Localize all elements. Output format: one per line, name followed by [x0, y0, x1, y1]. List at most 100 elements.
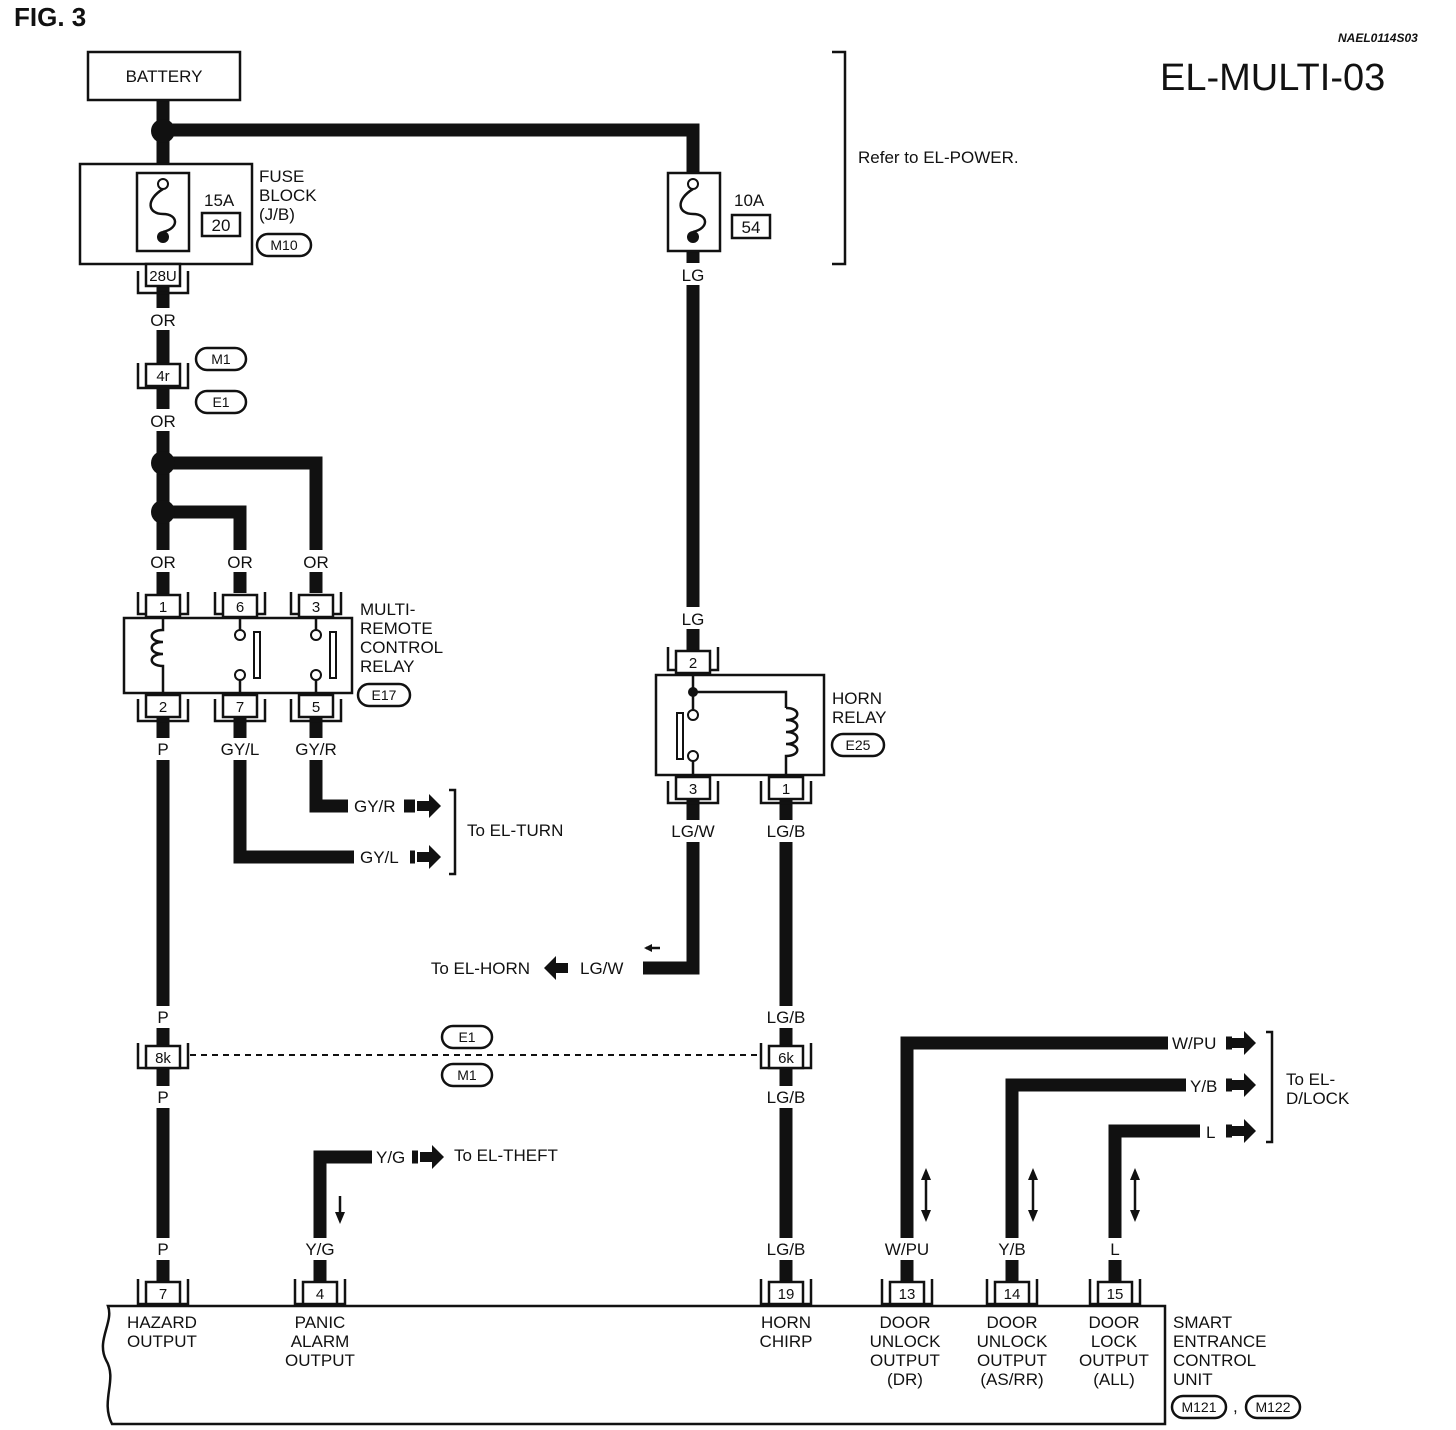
battery-label: BATTERY: [126, 67, 203, 86]
door-unlock-asrr-4: (AS/RR): [980, 1370, 1043, 1389]
wire-lgw-1: LG/W: [671, 822, 714, 841]
relay-name-4: RELAY: [360, 657, 415, 676]
unit-pin-7: 7: [159, 1286, 167, 1303]
diagram-title: EL-MULTI-03: [1160, 57, 1385, 99]
connector-m121-oval: [1170, 1394, 1228, 1420]
relay-pin-2: 2: [159, 699, 167, 716]
horn-relay-pin-1: 1: [782, 781, 790, 798]
wire-gyr-2: GY/R: [354, 797, 396, 816]
unit-pin-19: 19: [778, 1286, 795, 1303]
splice-2: [151, 451, 175, 475]
ref-el-dlock-2: D/LOCK: [1286, 1089, 1350, 1108]
wire-p-3: P: [157, 1088, 168, 1107]
relay-pin-5: 5: [312, 699, 320, 716]
horn-relay-pin-2: 2: [689, 655, 697, 672]
unit-terminals: [136, 1279, 1142, 1306]
ref-el-theft: To EL-THEFT: [454, 1146, 558, 1165]
wire-lg-top: LG: [682, 266, 705, 285]
wire-wpu-1: W/PU: [1172, 1034, 1216, 1053]
connector-e17: E17: [372, 687, 397, 703]
connector-e25: E25: [846, 737, 871, 753]
wire-or-1: OR: [150, 311, 176, 330]
wire-or-3: OR: [150, 553, 176, 572]
dlock-bracket: [1266, 1030, 1274, 1144]
fuse-10a-num: 54: [742, 218, 761, 237]
unit-name-2: ENTRANCE: [1173, 1332, 1267, 1351]
horn-relay-name-1: HORN: [832, 689, 882, 708]
diagram-code: NAEL0114S03: [1338, 31, 1418, 45]
door-unlock-dr-2: UNLOCK: [870, 1332, 942, 1351]
hazard-output-2: OUTPUT: [127, 1332, 197, 1351]
door-unlock-dr-1: DOOR: [880, 1313, 931, 1332]
fuse-15a-num: 20: [212, 216, 231, 235]
junction-4r-pin: 4r: [156, 368, 169, 385]
door-unlock-dr-4: (DR): [887, 1370, 923, 1389]
inline-pin-6k: 6k: [778, 1050, 794, 1067]
wire-or-4: OR: [227, 553, 253, 572]
unit-name-4: UNIT: [1173, 1370, 1213, 1389]
door-lock-all-4: (ALL): [1093, 1370, 1135, 1389]
fuse-10a-num-box: [730, 213, 772, 240]
ref-el-turn: To EL-TURN: [467, 821, 563, 840]
turn-bracket: [449, 788, 457, 876]
door-unlock-asrr-3: OUTPUT: [977, 1351, 1047, 1370]
splice-1: [151, 119, 175, 143]
relay-name-3: CONTROL: [360, 638, 443, 657]
inline-m1: M1: [457, 1067, 477, 1083]
wire-p-1: P: [157, 740, 168, 759]
unit-name-1: SMART: [1173, 1313, 1232, 1332]
connector-m1-oval: [194, 346, 248, 372]
panic-alarm-3: OUTPUT: [285, 1351, 355, 1370]
power-bracket: [832, 50, 847, 266]
terminal-28u: 28U: [149, 268, 177, 285]
wire-yb-2: Y/B: [998, 1240, 1025, 1259]
refer-power: Refer to EL-POWER.: [858, 148, 1019, 167]
unit-name-3: CONTROL: [1173, 1351, 1256, 1370]
wire-or-5: OR: [303, 553, 329, 572]
wire-gyr-1: GY/R: [295, 740, 337, 759]
unit-pin-13: 13: [899, 1286, 916, 1303]
wire-wpu-2: W/PU: [885, 1240, 929, 1259]
figure-number: FIG. 3: [14, 2, 86, 32]
wire-p-2: P: [157, 1008, 168, 1027]
wire-yg-1: Y/G: [376, 1148, 405, 1167]
fuse-block-line-3: (J/B): [259, 205, 295, 224]
connector-e25-oval: [830, 732, 886, 758]
junction-4r-bracket: [136, 363, 190, 390]
unit-pin-15: 15: [1107, 1286, 1124, 1303]
unit-pin-14: 14: [1004, 1286, 1021, 1303]
wire-yb-1: Y/B: [1190, 1077, 1217, 1096]
connector-m10-oval: [255, 232, 313, 258]
inline-m1-oval: [440, 1062, 494, 1088]
wire-gyl-1: GY/L: [221, 740, 260, 759]
horn-chirp-2: CHIRP: [760, 1332, 813, 1351]
door-lock-all-3: OUTPUT: [1079, 1351, 1149, 1370]
panic-alarm-2: ALARM: [291, 1332, 350, 1351]
horn-chirp-1: HORN: [761, 1313, 811, 1332]
bidirectional-arrows: [921, 1168, 1140, 1222]
relay-name-1: MULTI-: [360, 600, 415, 619]
relay-pin-7: 7: [236, 699, 244, 716]
connector-separator: ,: [1233, 1397, 1238, 1416]
relay-pin-6: 6: [236, 599, 244, 616]
horn-relay-pin-3: 3: [689, 781, 697, 798]
splice-3: [151, 500, 175, 524]
wire-lgb-4: LG/B: [767, 1240, 806, 1259]
wire-lg-2: LG: [682, 610, 705, 629]
terminal-28u-bracket: [136, 271, 190, 295]
connector-e17-oval: [356, 682, 412, 708]
wire-lgw-2: LG/W: [580, 959, 623, 978]
inline-e1: E1: [458, 1029, 475, 1045]
connector-m121: M121: [1181, 1399, 1216, 1415]
connector-m1-upper: M1: [211, 351, 231, 367]
wire-p-4: P: [157, 1240, 168, 1259]
fuse-15a-num-box: [200, 211, 242, 238]
relay-pin-3: 3: [312, 599, 320, 616]
smart-entrance-unit-box: [101, 1304, 1167, 1426]
door-unlock-asrr-2: UNLOCK: [977, 1332, 1049, 1351]
horn-relay: [654, 647, 826, 805]
connector-m10: M10: [270, 237, 297, 253]
wire-yg-2: Y/G: [305, 1240, 334, 1259]
fuse-10a-amp: 10A: [734, 191, 765, 210]
